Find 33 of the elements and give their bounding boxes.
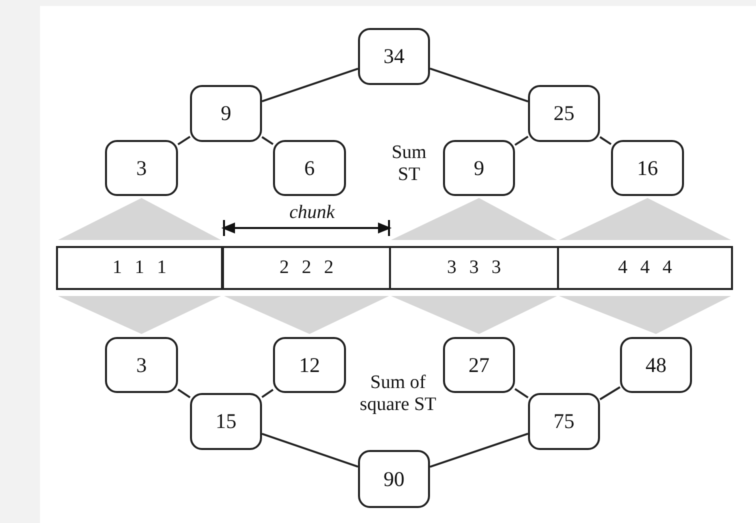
tree-node-box: 12 — [273, 337, 346, 393]
tree-node-box: 3 — [105, 337, 178, 393]
dimension-label: chunk — [288, 202, 336, 224]
tree-node-box: 34 — [358, 28, 430, 85]
tree-edge — [430, 432, 528, 468]
array-cell: 3 3 3 — [389, 246, 559, 290]
tree-node-box: 15 — [190, 393, 262, 450]
array-cell: 2 2 2 — [222, 246, 391, 290]
tree-edge — [430, 68, 528, 102]
tree-edge — [261, 136, 274, 146]
tree-edge — [177, 388, 191, 398]
tree-edge — [514, 388, 529, 398]
tree-node-box: 25 — [528, 85, 600, 142]
tree-caption: Sum of square ST — [358, 372, 438, 416]
array-cell: 4 4 4 — [557, 246, 733, 290]
tree-node-box: 90 — [358, 450, 430, 508]
tree-edge — [262, 432, 358, 468]
tree-edge — [514, 136, 529, 146]
tree-node-box: 6 — [273, 140, 346, 196]
tree-caption: Sum ST — [390, 142, 428, 186]
tree-edge — [599, 386, 621, 400]
tree-node-box: 9 — [190, 85, 262, 142]
array-cell: 1 1 1 — [56, 246, 223, 290]
tree-edge — [177, 136, 191, 146]
tree-edge — [599, 136, 612, 146]
tree-edge — [261, 388, 274, 398]
tree-node-box: 48 — [620, 337, 692, 393]
tree-node-box: 3 — [105, 140, 178, 196]
tree-node-box: 75 — [528, 393, 600, 450]
tree-node-box: 27 — [443, 337, 515, 393]
tree-node-box: 9 — [443, 140, 515, 196]
tree-node-box: 16 — [611, 140, 684, 196]
tree-edge — [262, 68, 358, 102]
